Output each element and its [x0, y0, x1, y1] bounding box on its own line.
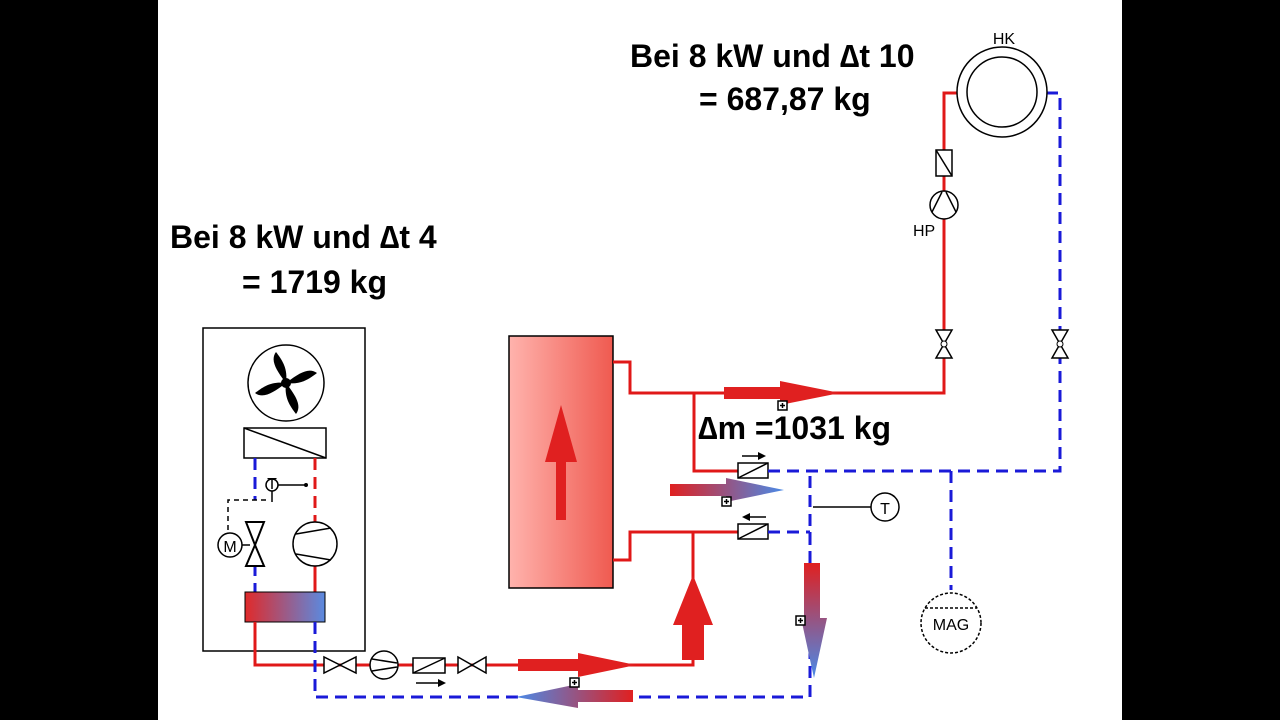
hydraulic-schematic: M T: [170, 31, 1070, 708]
flow-meter-icon: [795, 615, 806, 626]
heating-pump-label: HP: [913, 223, 935, 240]
expansion-valve-icon: [242, 521, 266, 567]
expansion-vessel: MAG: [920, 592, 982, 654]
heating-flow-arrow: [724, 381, 840, 405]
heating-circuit: HK HP: [913, 31, 1070, 359]
check-valve-icon: [737, 513, 769, 540]
hk-calc-line1: Bei 8 kW und ∆t 10: [630, 38, 915, 74]
tank-bypass-pipe: [692, 393, 738, 473]
fan-icon: [247, 344, 325, 422]
expansion-vessel-label: MAG: [933, 617, 969, 634]
mixed-return-arrow: [670, 478, 784, 502]
return-mix-arrow: [801, 563, 827, 678]
heating-return-pipe-top: [1046, 91, 1062, 342]
refrigerant-temp-sensor-icon: T: [265, 476, 308, 502]
mixing-section: T: [670, 342, 1062, 678]
heating-circuit-label: HK: [993, 31, 1016, 48]
tank-flow-pipe: [613, 340, 946, 395]
hp-calc-line1: Bei 8 kW und ∆t 4: [170, 219, 437, 255]
refrigerant-temp-label: T: [267, 476, 277, 493]
tank-stratification-arrow: [545, 405, 577, 520]
temperature-sensor-icon: T: [813, 492, 900, 522]
heating-pump-icon: [929, 190, 959, 220]
compressor-icon: [292, 521, 338, 567]
shutoff-valve-icon: [1050, 329, 1070, 359]
check-valve-icon: [412, 657, 446, 687]
hk-calc-line2: = 687,87 kg: [699, 81, 871, 117]
temperature-sensor-label: T: [880, 501, 890, 518]
slide-canvas: M T: [158, 0, 1122, 720]
hp-flow-arrow: [518, 653, 636, 677]
plate-heat-exchanger: [244, 591, 326, 623]
hp-return-arrow: [516, 684, 633, 708]
hp-riser-arrow: [673, 575, 713, 660]
buffer-tank: [508, 335, 946, 589]
shutoff-valve-icon: [934, 329, 954, 359]
motor-label: M: [223, 539, 236, 556]
shutoff-valve-icon: [323, 655, 357, 675]
delta-m-label: ∆m =1031 kg: [698, 410, 891, 446]
check-valve-icon: [737, 452, 769, 479]
check-valve-icon: [935, 149, 953, 177]
heat-pump-unit: M T: [202, 327, 366, 652]
flow-meter-icon: [569, 677, 580, 688]
radiator-icon: [956, 46, 1048, 138]
tank-lower-pipe: [613, 530, 738, 562]
circulation-pump-icon: [369, 650, 399, 680]
shutoff-valve-icon: [457, 655, 487, 675]
valve-motor-icon: M: [217, 532, 243, 558]
heating-flow-pipe: [942, 91, 958, 340]
hp-calc-line2: = 1719 kg: [242, 264, 387, 300]
heating-return-pipe: [768, 342, 1062, 473]
flow-meter-icon: [721, 496, 732, 507]
flow-meter-icon: [777, 400, 788, 411]
